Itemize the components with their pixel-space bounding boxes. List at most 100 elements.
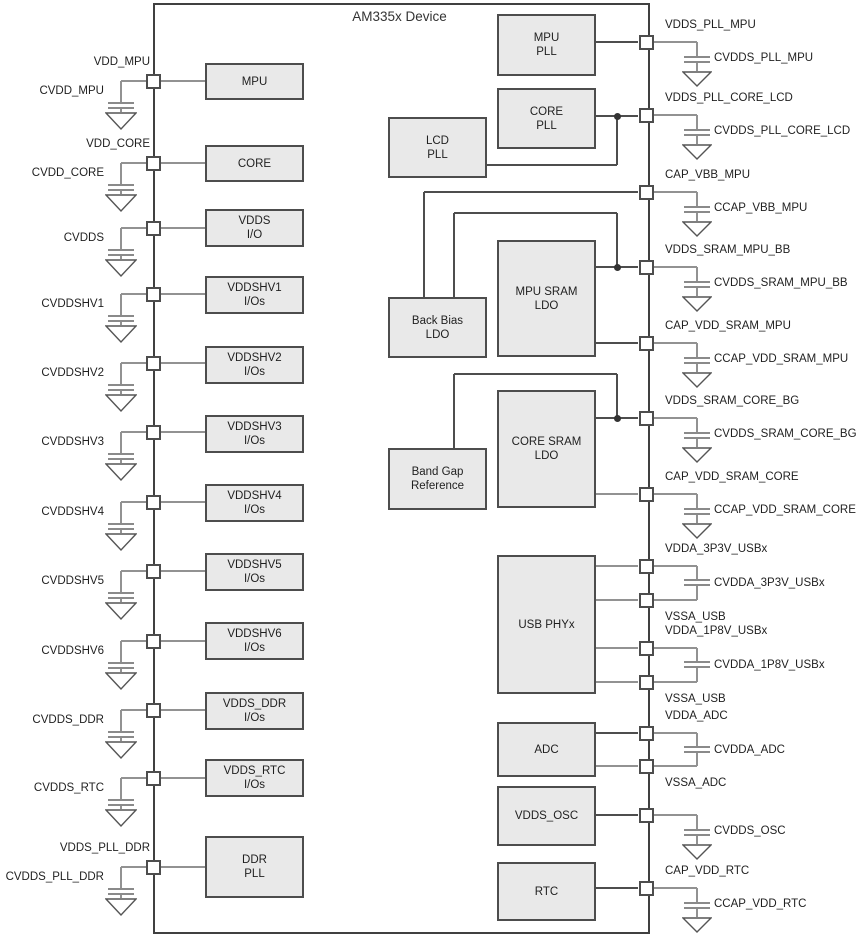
cap-label-cvdds-pll-ddr: CVDDS_PLL_DDR	[5, 871, 104, 883]
pin-label-cap-vdd-sram-core: CAP_VDD_SRAM_CORE	[665, 471, 799, 483]
capacitor-cvddshv5	[108, 597, 134, 599]
ground-icon	[104, 533, 138, 556]
cap-label-cvddshv2: CVDDSHV2	[41, 367, 104, 379]
wire-cap-cvdds-pll-core-lcd	[654, 114, 697, 116]
pin-label-vssa-usb: VSSA_USB	[665, 611, 726, 623]
ground-icon	[104, 602, 138, 625]
block-label: USB PHYx	[518, 618, 575, 631]
wire-internal	[596, 493, 638, 495]
block-core: CORE	[205, 145, 304, 182]
wire-cap-riser	[696, 494, 698, 508]
pin-vdd-mpu	[145, 73, 161, 89]
block-label: LDO	[534, 299, 559, 312]
block-label: RTC	[534, 885, 559, 898]
cap-label-cvdds-osc: CVDDS_OSC	[714, 825, 786, 837]
ground-icon	[681, 372, 713, 393]
wire-cap-stub	[120, 191, 122, 194]
pin-cvdds-osc	[638, 807, 654, 823]
wire-internal	[487, 164, 617, 166]
wire-cap-stub	[696, 515, 698, 523]
pin-label-vdd-mpu: VDD_MPU	[93, 56, 150, 68]
wire-cap-riser	[696, 668, 698, 682]
wire-cap-riser	[120, 641, 122, 662]
pin-vdds-i-o	[145, 220, 161, 236]
wire-cap-riser	[696, 586, 698, 600]
device-title: AM335x Device	[352, 9, 447, 24]
pin-vdds-pll-mpu	[638, 34, 654, 50]
wire-cap-stub	[120, 530, 122, 533]
wire-cap-riser	[120, 432, 122, 453]
wire-internal	[453, 213, 455, 297]
pin-label-cap-vdd-sram-mpu: CAP_VDD_SRAM_MPU	[665, 320, 791, 332]
wire-cap-cvdds-sram-mpu-bb	[654, 266, 697, 268]
wire-cap-riser	[120, 228, 122, 249]
cap-label-cvdda-adc: CVDDA_ADC	[714, 744, 785, 756]
wire-cap-stub	[120, 391, 122, 394]
capacitor-cvdds-sram-core-bg	[684, 437, 710, 439]
block-label: CORE SRAM	[511, 436, 582, 448]
capacitor-cvdds-pll-core-lcd	[684, 129, 710, 131]
block-label: I/Os	[243, 435, 266, 447]
block-label: ADC	[534, 743, 559, 756]
ground-icon	[104, 112, 138, 135]
wire-cap-riser	[120, 81, 122, 102]
pin-label-vssa-usb: VSSA_USB	[665, 693, 726, 705]
block-label: LDO	[534, 450, 559, 462]
pin-vdda-3p3v-usbx	[638, 558, 654, 574]
wire-cap-cvddshv4	[121, 501, 153, 503]
ground-icon	[104, 394, 138, 417]
wire-pin-to-block-mpu	[153, 80, 205, 82]
capacitor-cvddshv4	[108, 528, 134, 530]
ground-icon	[104, 672, 138, 695]
wire-cap-cvdds-rtc	[121, 777, 153, 779]
pin-label-cap-vbb-mpu: CAP_VBB_MPU	[665, 169, 751, 181]
capacitor-cvdds-rtc	[108, 799, 134, 801]
pin-vdds-sram-core-bg	[638, 410, 654, 426]
cap-label-cvdd-mpu: CVDD_MPU	[39, 85, 104, 97]
block-label: LDO	[425, 328, 450, 341]
wire-cap-stub	[120, 460, 122, 463]
pin-cap-vdd-sram-mpu	[638, 335, 654, 351]
cap-label-cvddshv3: CVDDSHV3	[41, 436, 104, 448]
capacitor-cvdds-osc	[684, 834, 710, 836]
pin-vddshv1-i-os	[145, 286, 161, 302]
wire-cap-riser	[696, 343, 698, 357]
wire-cap-cvdds-osc	[654, 814, 697, 816]
wire-cap-stub	[696, 288, 698, 296]
capacitor-cvdd-core	[108, 189, 134, 191]
capacitor-cvdds-pll-mpu	[684, 61, 710, 63]
pin-vdds-pll-ddr	[145, 859, 161, 875]
wire-cap-stub	[696, 213, 698, 221]
wire-cap-return	[654, 765, 697, 767]
capacitor-cvdds-sram-mpu-bb	[684, 286, 710, 288]
block-label: Back Bias	[411, 314, 464, 327]
capacitor-ccap-vdd-sram-mpu	[684, 357, 710, 359]
block-label: I/Os	[243, 642, 266, 654]
pin-label-vdda-3p3v-usbx: VDDA_3P3V_USBx	[665, 543, 768, 555]
block-vdds-osc: VDDS_OSC	[497, 786, 596, 846]
block-label: CORE	[237, 157, 272, 170]
capacitor-cvddshv6	[108, 667, 134, 669]
wire-cap-stub	[696, 439, 698, 447]
pin-vssa-usb	[638, 674, 654, 690]
wire-pin-to-block-core	[153, 162, 205, 164]
capacitor-cvdds	[108, 249, 134, 251]
wire-internal	[454, 373, 617, 375]
wire-cap-ccap-vdd-sram-mpu	[654, 342, 697, 344]
wire-pin-to-block-ddr-pll	[153, 866, 205, 868]
cap-label-cvdds: CVDDS	[63, 232, 104, 244]
capacitor-ccap-vbb-mpu	[684, 211, 710, 213]
ground-icon	[104, 194, 138, 217]
wire-internal	[616, 374, 618, 418]
wire-cap-cvdd-mpu	[121, 80, 153, 82]
ground-icon	[681, 844, 713, 865]
block-label: MPU	[241, 75, 268, 88]
capacitor-cvddshv3	[108, 458, 134, 460]
block-label: Reference	[410, 480, 465, 492]
wire-cap-cvdd-core	[121, 162, 153, 164]
wire-cap-stub	[120, 669, 122, 672]
